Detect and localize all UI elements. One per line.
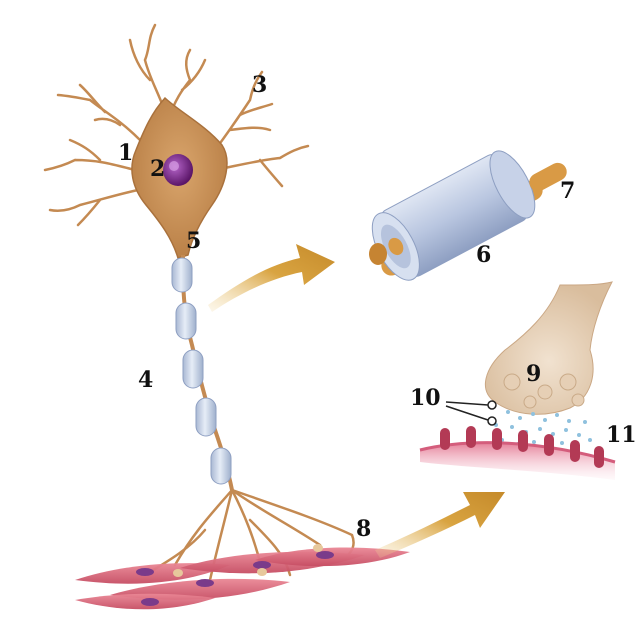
arrow-to-synapse-detail	[375, 492, 505, 558]
label-11: 11	[606, 422, 637, 448]
muscle-fibers	[75, 544, 410, 609]
label-8: 8	[356, 516, 371, 542]
label-5: 5	[186, 228, 201, 254]
label-3: 3	[252, 72, 267, 98]
myelin-detail	[363, 144, 570, 287]
label-1: 1	[118, 140, 133, 166]
label-7: 7	[560, 178, 575, 204]
label-4: 4	[138, 367, 153, 393]
myelin-sheath	[172, 258, 231, 484]
synapse-detail	[420, 282, 615, 480]
nucleolus	[169, 161, 179, 171]
label-10-pointer	[446, 401, 496, 425]
label-2: 2	[150, 156, 165, 182]
label-6: 6	[476, 242, 491, 268]
label-9: 9	[526, 361, 541, 387]
nucleus	[163, 154, 193, 186]
label-10: 10	[410, 385, 441, 411]
arrow-to-myelin-detail	[208, 244, 335, 312]
